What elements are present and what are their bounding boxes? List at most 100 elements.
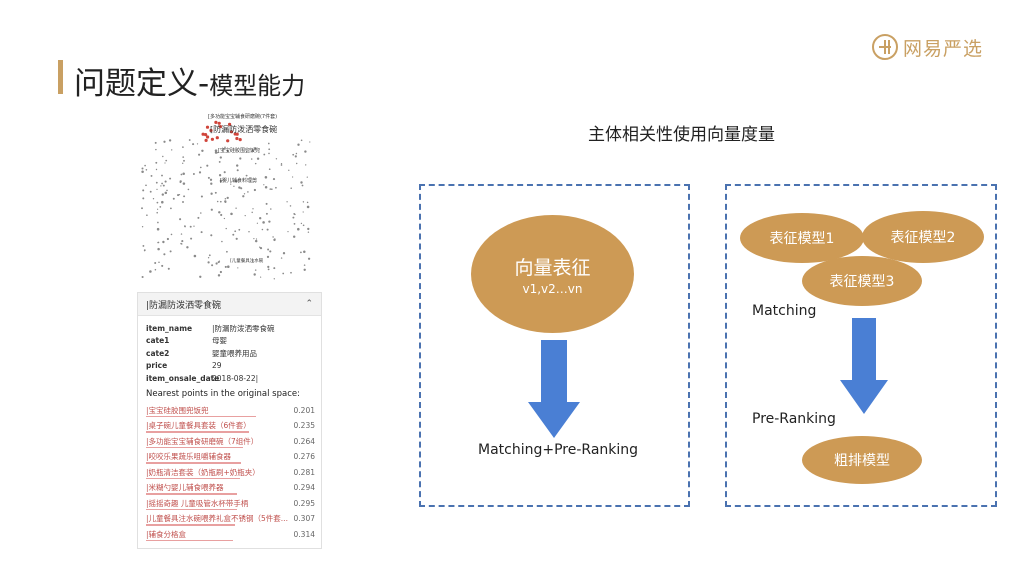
nearest-point-name[interactable]: |奶瓶清洁套装（奶瓶刷+奶瓶夹） xyxy=(146,467,260,477)
nearest-point-distance: 0.295 xyxy=(293,498,315,508)
nearest-point-name[interactable]: |辅食分格盒 xyxy=(146,529,187,539)
embedding-point xyxy=(182,156,185,158)
embedding-point xyxy=(291,176,294,178)
highlighted-point xyxy=(217,121,221,125)
embedding-point xyxy=(294,155,297,158)
embedding-point xyxy=(166,189,168,192)
embedding-point xyxy=(200,195,203,198)
nearest-point-item[interactable]: |奶瓶清洁套装（奶瓶刷+奶瓶夹）0.281 xyxy=(138,465,321,481)
embedding-point xyxy=(196,143,199,145)
nearest-point-item[interactable]: |多功能宝宝辅食研磨碗（7组件）0.264 xyxy=(138,434,321,450)
embedding-point xyxy=(247,191,249,193)
embedding-point xyxy=(254,178,256,181)
embedding-point xyxy=(270,208,272,210)
embedding-point xyxy=(240,187,243,190)
embedding-point xyxy=(167,267,170,270)
embedding-point xyxy=(141,275,144,279)
embedding-point xyxy=(255,238,258,240)
nearest-point-name[interactable]: |宝宝硅胶围兜饭兜 xyxy=(146,405,209,415)
embedding-point xyxy=(230,212,233,216)
attribute-key: price xyxy=(146,361,168,371)
matching-label: Matching xyxy=(752,303,817,319)
highlighted-point xyxy=(206,135,210,139)
embedding-point xyxy=(259,246,261,248)
embedding-point xyxy=(217,151,219,154)
embedding-point xyxy=(220,213,223,217)
model-1-label: 表征模型1 xyxy=(769,231,835,247)
embedding-point xyxy=(270,188,273,191)
embedding-point xyxy=(290,271,292,274)
embedding-point xyxy=(200,212,202,214)
embedding-point xyxy=(177,194,180,197)
distance-bar xyxy=(146,539,234,541)
embedding-point xyxy=(288,169,290,171)
page-title-main: 问题定义- xyxy=(74,66,210,102)
attribute-value: 母婴 xyxy=(212,336,227,346)
attribute-key: cate2 xyxy=(146,348,170,358)
embedding-point xyxy=(232,233,235,236)
distance-bar xyxy=(146,508,237,510)
embedding-point xyxy=(217,274,221,277)
embedding-point xyxy=(245,151,248,153)
embedding-point xyxy=(164,162,166,164)
embedding-point xyxy=(236,169,239,172)
embedding-point xyxy=(145,169,148,171)
embedding-point xyxy=(162,240,165,244)
nearest-point-name[interactable]: |桌子碗儿童餐具套装（6件套） xyxy=(146,421,251,431)
embedding-point xyxy=(142,244,145,247)
embedding-point xyxy=(268,152,270,155)
embedding-point xyxy=(198,153,201,156)
embedding-point xyxy=(230,183,232,185)
highlighted-point xyxy=(210,137,214,141)
embedding-point xyxy=(142,197,145,200)
embedding-point xyxy=(301,184,304,187)
highlighted-point xyxy=(235,136,239,141)
embedding-point xyxy=(184,226,186,228)
embedding-point xyxy=(300,251,302,254)
embedding-point xyxy=(156,188,158,191)
embedding-point xyxy=(180,233,183,235)
embedding-point xyxy=(250,158,253,160)
embedding-point xyxy=(265,212,268,215)
nearest-point-item[interactable]: |桌子碗儿童餐具套装（6件套）0.235 xyxy=(138,418,321,434)
embedding-point xyxy=(268,168,271,171)
embedding-point xyxy=(166,237,169,241)
embedding-point xyxy=(161,193,164,196)
nearest-point-item[interactable]: |摇摇奇趣 儿童吸管水杯带手柄 0.295 xyxy=(138,496,321,512)
embedding-point xyxy=(280,162,283,165)
nearest-point-name[interactable]: |米糊勺婴儿辅食喂养器 xyxy=(146,483,224,493)
nearest-point-item[interactable]: |米糊勺婴儿辅食喂养器 0.294 xyxy=(138,480,321,496)
embedding-point xyxy=(297,143,300,146)
nearest-point-name[interactable]: |儿童餐具注水碗喂养礼盒不锈钢（5件套... xyxy=(146,514,288,524)
embedding-point xyxy=(254,162,257,165)
embedding-point xyxy=(161,264,164,267)
nearest-point-item[interactable]: |儿童餐具注水碗喂养礼盒不锈钢（5件套...0.307 xyxy=(138,511,321,527)
embedding-point xyxy=(180,173,183,176)
nearest-point-name[interactable]: |咬咬乐果蔬乐咀嚼辅食器 xyxy=(146,452,232,462)
embedding-point xyxy=(218,211,221,214)
embedding-point xyxy=(226,149,229,153)
embedding-point xyxy=(268,220,271,223)
embedding-point xyxy=(225,227,227,230)
nearest-point-name[interactable]: |摇摇奇趣 儿童吸管水杯带手柄 xyxy=(146,498,249,508)
embedding-point xyxy=(186,246,189,249)
embedding-point xyxy=(181,240,184,243)
panel-header[interactable]: |防漏防泼洒零食碗 ⌃ xyxy=(138,293,321,316)
chevron-up-icon[interactable]: ⌃ xyxy=(305,299,313,309)
embedding-point xyxy=(306,201,309,204)
embedding-point xyxy=(236,164,239,167)
embedding-point xyxy=(286,201,288,203)
embedding-point xyxy=(154,141,157,144)
nearest-point-distance: 0.294 xyxy=(293,483,315,493)
nearest-point-name[interactable]: |多功能宝宝辅食研磨碗（7组件） xyxy=(146,436,259,446)
embedding-point xyxy=(144,164,146,167)
highlighted-point xyxy=(201,132,205,136)
title-accent-bar xyxy=(58,60,63,94)
embedding-point xyxy=(155,148,157,151)
embedding-point xyxy=(214,191,217,194)
embedding-point xyxy=(243,193,246,195)
embedding-point xyxy=(193,225,195,227)
